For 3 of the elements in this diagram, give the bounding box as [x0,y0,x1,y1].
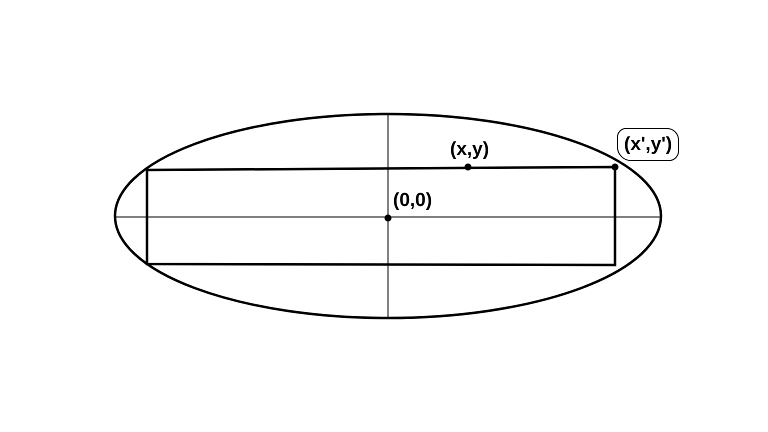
callout-bubble: (x',y') [617,128,680,161]
coordinate-label: (x,y) [450,140,490,159]
coordinate-label: (0,0) [393,191,432,210]
